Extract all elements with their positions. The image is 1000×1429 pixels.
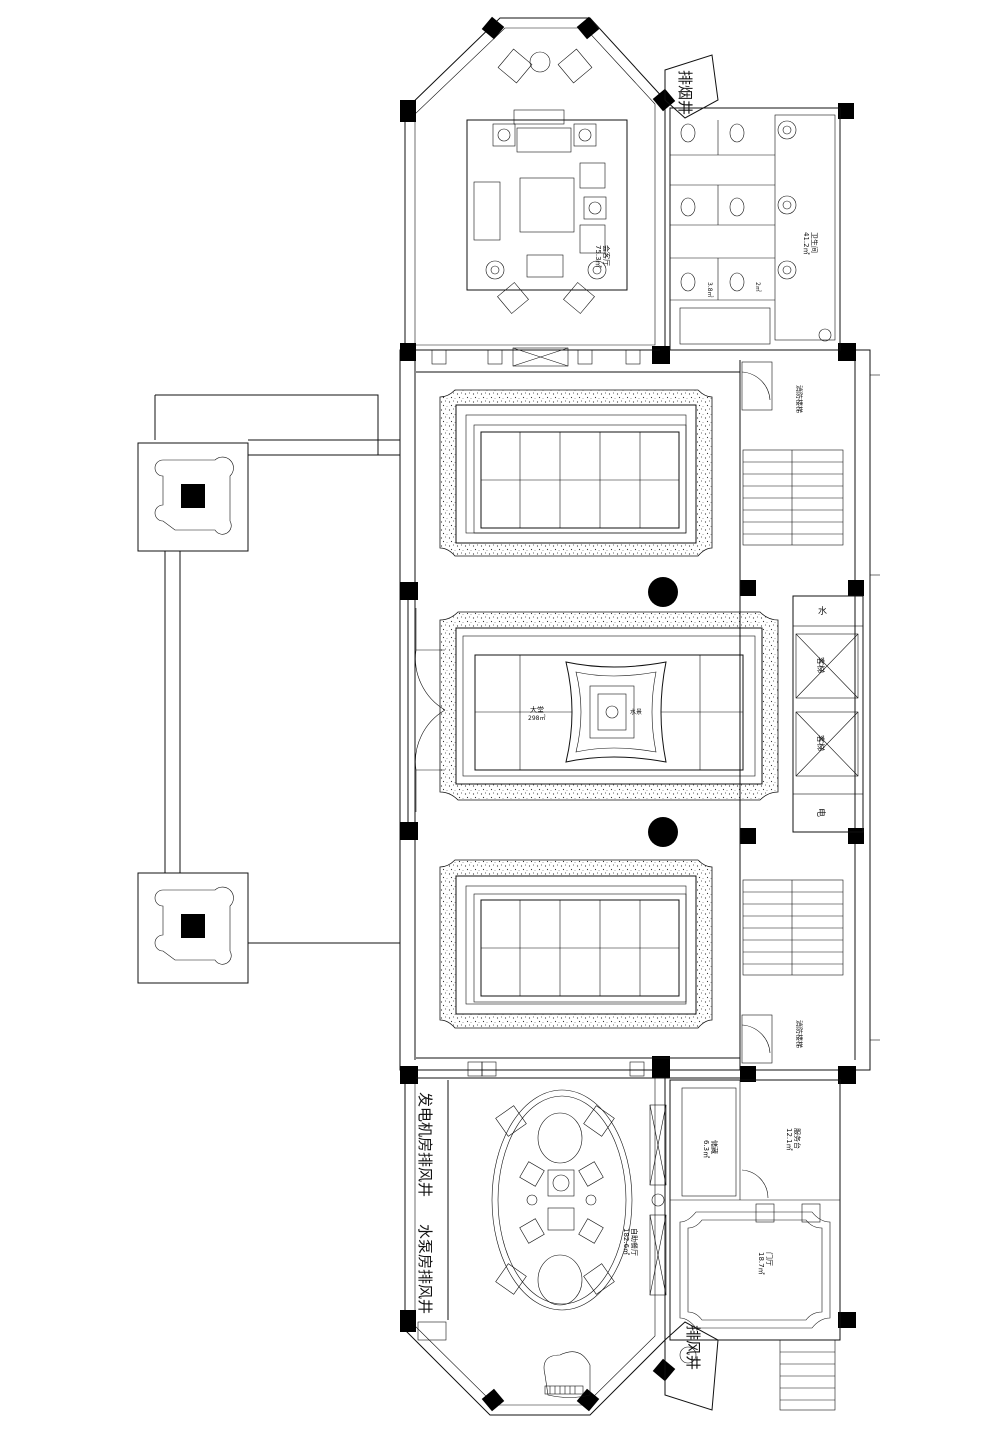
- meeting-room-label: 会客厅: [602, 245, 611, 266]
- elevator-1-label: 客梯: [816, 657, 826, 673]
- toilet-area: 41.2㎡: [802, 232, 810, 255]
- lobby-feature-label: 水景: [630, 708, 642, 716]
- pump-exhaust-label: 水泵房排风井: [416, 1224, 434, 1314]
- elevator-core: 水 客梯 客梯 电: [792, 595, 864, 833]
- entry-area: 18.7㎡: [757, 1252, 765, 1275]
- stair-bottom: 消防楼梯: [741, 879, 844, 1064]
- toilets: 卫生间 41.2㎡ 3.8㎡ 2㎡: [669, 107, 841, 351]
- ceiling-panel-bottom: [439, 859, 713, 1029]
- toilet-small-area-2: 2㎡: [754, 282, 762, 292]
- restaurant-label: 自助餐厅: [630, 1228, 639, 1256]
- restaurant: 自助餐厅 182.6㎡ 发电机房排风井 水泵房排风井: [416, 1080, 667, 1398]
- toilet-small-area-1: 3.8㎡: [706, 282, 714, 298]
- toilet-label: 卫生间: [810, 232, 819, 253]
- power-room-label: 电: [815, 808, 827, 817]
- bottom-corridor: [416, 1057, 740, 1079]
- stair-top: 消防楼梯: [739, 360, 844, 1070]
- storage-label: 储藏: [710, 1140, 719, 1154]
- storage-area: 6.3㎡: [702, 1140, 710, 1158]
- entry-label: 门厅: [765, 1252, 774, 1266]
- water-room-label: 水: [818, 605, 827, 617]
- meeting-room: 会客厅 75.3㎡: [466, 48, 628, 314]
- main-entrance: [407, 600, 446, 822]
- smoke-shaft-bottom: 排风井: [664, 1321, 719, 1411]
- structural-columns: [400, 16, 864, 1412]
- restaurant-area: 182.6㎡: [622, 1228, 630, 1255]
- top-corridor: [416, 347, 740, 373]
- meeting-room-area: 75.3㎡: [594, 245, 602, 268]
- entrance-canopy: [137, 394, 400, 984]
- ceiling-panel-lobby: 大堂 298㎡ 水景: [439, 611, 779, 801]
- exterior-ticks: [870, 374, 880, 1041]
- ceiling-panel-top: [439, 389, 713, 557]
- lobby-area: 298㎡: [528, 714, 545, 722]
- office-label: 服务台: [793, 1128, 802, 1149]
- lobby-label: 大堂: [530, 705, 544, 714]
- elevator-2-label: 客梯: [816, 735, 826, 751]
- generator-exhaust-label: 发电机房排风井: [416, 1092, 434, 1197]
- office-area: 12.1㎡: [785, 1128, 793, 1151]
- smoke-shaft-top-label: 排烟井: [676, 70, 694, 115]
- smoke-shaft-top: 排烟井: [664, 54, 719, 119]
- fire-stair-top-label: 消防楼梯: [795, 385, 804, 413]
- smoke-shaft-bottom-label: 排风井: [684, 1325, 702, 1370]
- fire-stair-bottom-label: 消防楼梯: [795, 1020, 804, 1048]
- service-rooms-bottom: 储藏 6.3㎡ 服务台 12.1㎡ 门厅 18.7㎡: [669, 1079, 841, 1411]
